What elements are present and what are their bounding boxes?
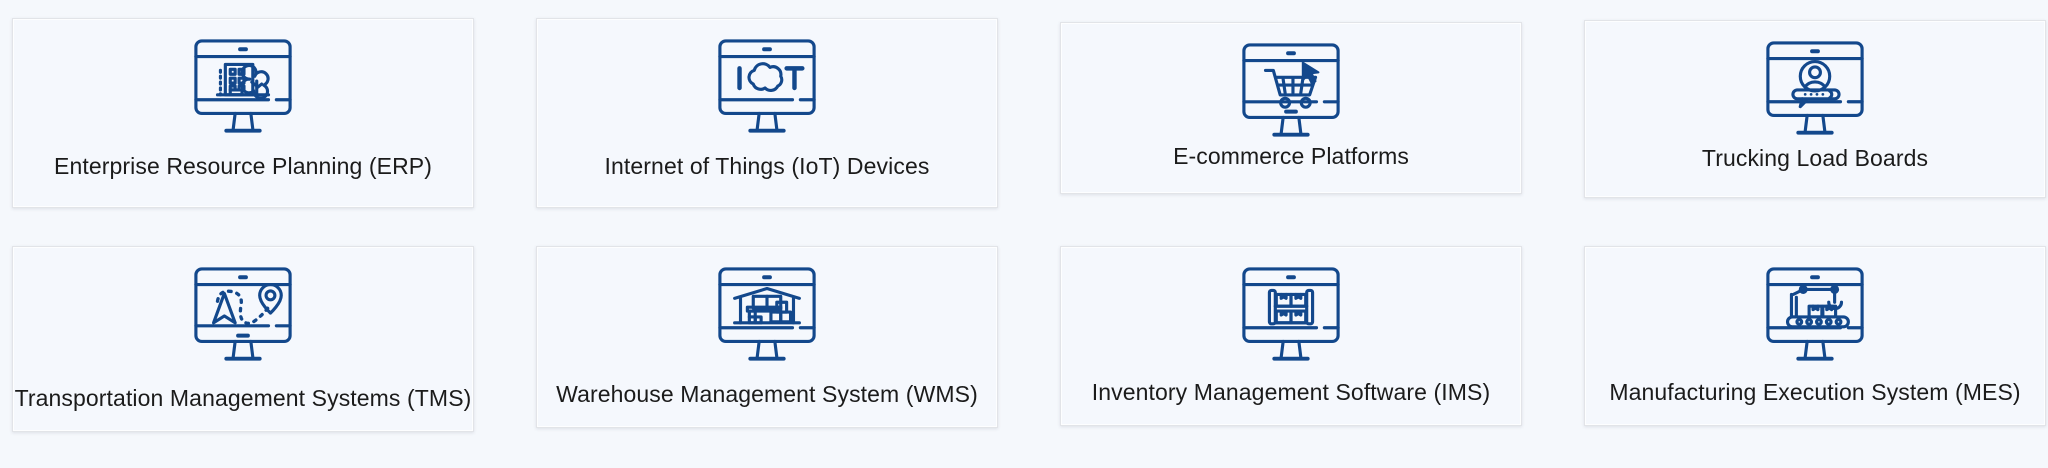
card-label: Internet of Things (IoT) Devices: [604, 153, 930, 180]
card-label: Enterprise Resource Planning (ERP): [54, 153, 432, 180]
card-label: Transportation Management Systems (TMS): [14, 385, 472, 412]
card-enterprise-resource-planning[interactable]: Enterprise Resource Planning (ERP): [12, 18, 474, 208]
card-label: E-commerce Platforms: [1173, 143, 1409, 170]
card-warehouse-management-system[interactable]: Warehouse Management System (WMS): [536, 246, 998, 428]
card-label: Inventory Management Software (IMS): [1091, 379, 1491, 406]
card-label: Manufacturing Execution System (MES): [1609, 379, 2021, 406]
monitor-iot-cloud-icon: [704, 35, 830, 139]
monitor-office-building-icon: [180, 35, 306, 139]
card-ecommerce-platforms[interactable]: E-commerce Platforms: [1060, 22, 1522, 194]
card-trucking-load-boards[interactable]: Trucking Load Boards: [1584, 20, 2046, 198]
monitor-robot-arm-icon: [1752, 263, 1878, 367]
monitor-shopping-cart-icon: [1228, 39, 1354, 143]
monitor-route-map-icon: [180, 263, 306, 367]
card-transportation-management-systems[interactable]: Transportation Management Systems (TMS): [12, 246, 474, 432]
card-internet-of-things-devices[interactable]: Internet of Things (IoT) Devices: [536, 18, 998, 208]
card-label: Trucking Load Boards: [1701, 145, 1929, 172]
monitor-shelf-rack-icon: [1228, 263, 1354, 367]
card-label: Warehouse Management System (WMS): [556, 381, 978, 408]
card-inventory-management-software[interactable]: Inventory Management Software (IMS): [1060, 246, 1522, 426]
card-manufacturing-execution-system[interactable]: Manufacturing Execution System (MES): [1584, 246, 2046, 426]
monitor-warehouse-icon: [704, 263, 830, 367]
monitor-driver-profile-icon: [1752, 37, 1878, 141]
